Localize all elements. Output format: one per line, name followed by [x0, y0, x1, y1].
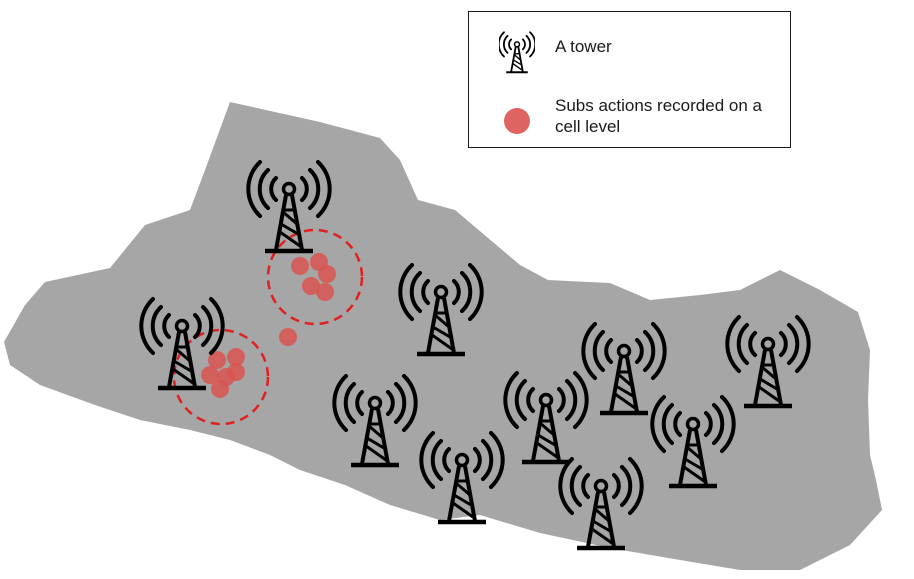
cell-boundary [266, 228, 364, 326]
subs-action-dot [316, 283, 334, 301]
subs-action-cluster [279, 253, 336, 346]
cell-tower-icon [499, 31, 535, 74]
subs-action-dot [201, 366, 219, 384]
legend-label-subs-actions: Subs actions recorded on a cell level [555, 96, 762, 136]
legend-label-tower: A tower [555, 37, 612, 56]
subs-action-dot [227, 348, 245, 366]
subs-action-dot [291, 257, 309, 275]
country-region [4, 102, 882, 570]
subscriber-action-dot-icon [504, 108, 530, 134]
subs-action-cluster [201, 348, 245, 398]
cell-boundary [172, 328, 270, 426]
subs-action-dot [318, 265, 336, 283]
legend: A tower Subs actions recorded on a cell … [468, 11, 791, 148]
subs-action-dot [211, 380, 229, 398]
subs-action-dot [279, 328, 297, 346]
subs-action-dot [208, 351, 226, 369]
subs-action-dot [302, 277, 320, 295]
